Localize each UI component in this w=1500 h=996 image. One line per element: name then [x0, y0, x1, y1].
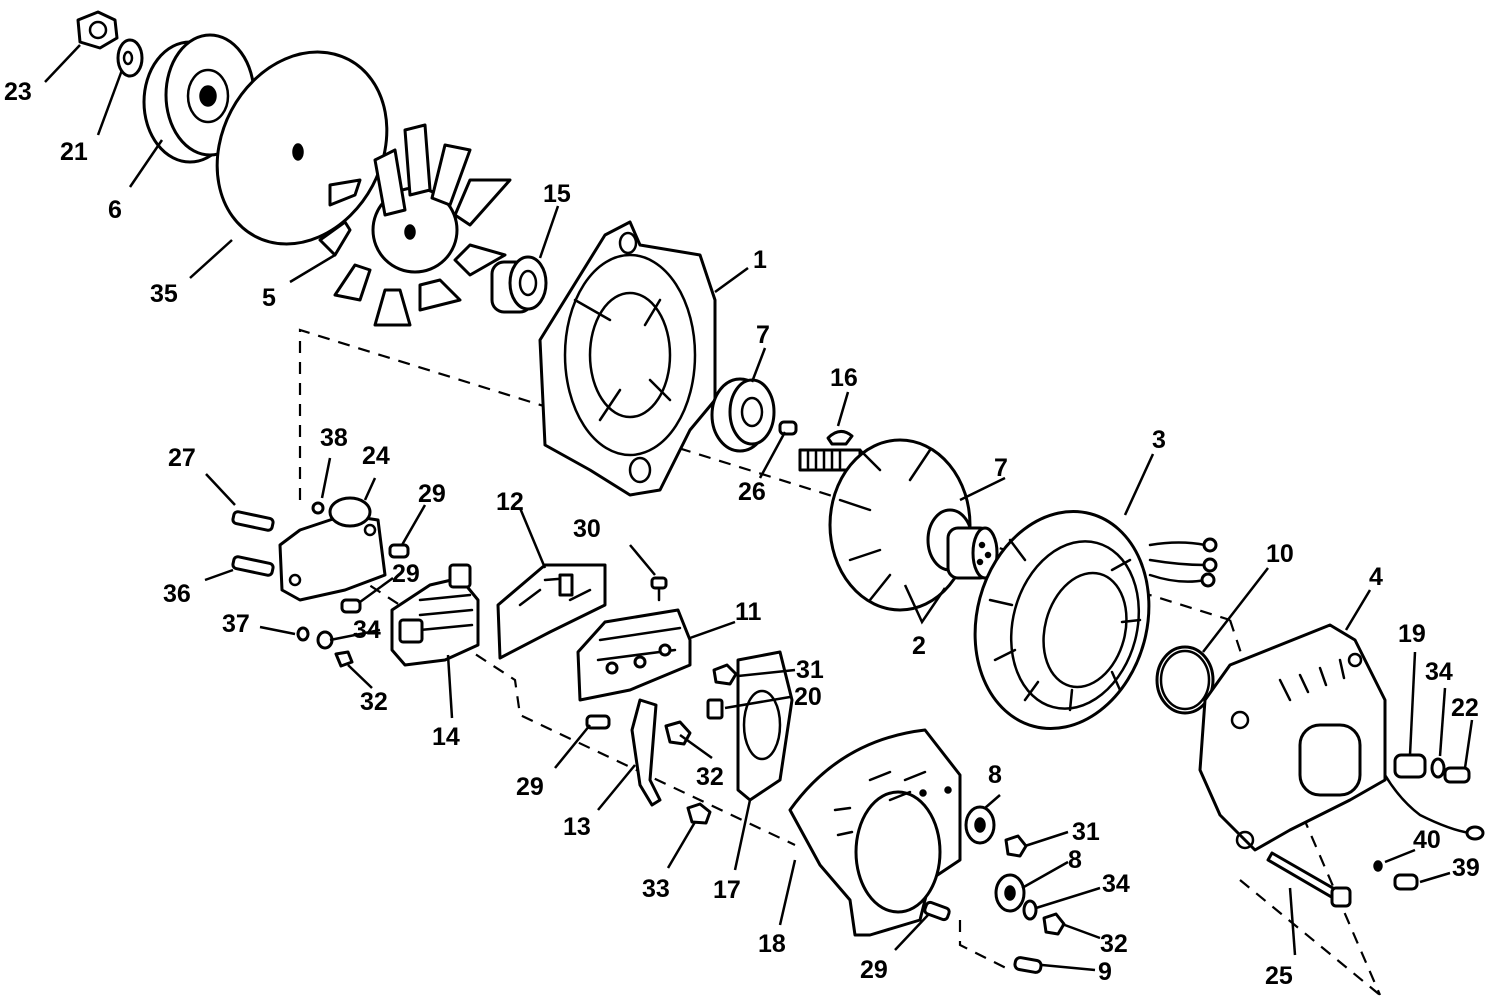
- callout-labels: 23 21 6 35 5 15 1 7 16 26 7 3 2 10 4 19 …: [4, 78, 1480, 990]
- regulator-part-14: [390, 563, 480, 667]
- callout-36: 36: [163, 580, 191, 608]
- drive-end-housing-part-1: [538, 220, 717, 497]
- callout-32-lower: 32: [1100, 930, 1128, 958]
- callout-32-left: 32: [360, 688, 388, 716]
- bottom-hardware: [923, 805, 1066, 974]
- callout-34-left: 34: [353, 616, 381, 644]
- callout-3: 3: [1152, 426, 1166, 454]
- assembly-dashed-lines: [298, 328, 1382, 996]
- callout-27: 27: [168, 444, 196, 472]
- callout-35: 35: [150, 280, 178, 308]
- callout-34-lower: 34: [1102, 870, 1130, 898]
- fan-part-5: [318, 123, 512, 327]
- callout-15: 15: [543, 180, 571, 208]
- right-hardware: [1373, 757, 1471, 891]
- callout-1: 1: [753, 246, 767, 274]
- callout-12: 12: [496, 488, 524, 516]
- brush-holder-part-24: [278, 496, 387, 602]
- rear-cover-part-18: [788, 728, 962, 937]
- strap-part-13: [630, 698, 662, 807]
- callout-2: 2: [912, 632, 926, 660]
- screws-left: [231, 510, 410, 668]
- screw-part-30: [650, 576, 668, 602]
- stator-part-3: [973, 509, 1218, 731]
- o-ring-part-10: [1155, 645, 1215, 715]
- screw-part-26: [778, 420, 798, 436]
- callout-33: 33: [642, 875, 670, 903]
- callout-38: 38: [320, 424, 348, 452]
- callout-40: 40: [1413, 826, 1441, 854]
- callout-9: 9: [1098, 958, 1112, 986]
- rectifier-bridge-part-11: [576, 608, 692, 702]
- callout-13: 13: [563, 813, 591, 841]
- callout-8-upper: 8: [988, 761, 1002, 789]
- callout-21: 21: [60, 138, 88, 166]
- callout-8-lower: 8: [1068, 846, 1082, 874]
- callout-34-right: 34: [1425, 658, 1453, 686]
- callout-25: 25: [1265, 962, 1293, 990]
- callout-32-middle: 32: [696, 763, 724, 791]
- callout-17: 17: [713, 876, 741, 904]
- callout-14: 14: [432, 723, 460, 751]
- callout-16: 16: [830, 364, 858, 392]
- callout-23: 23: [4, 78, 32, 106]
- callout-4: 4: [1369, 563, 1383, 591]
- callout-6: 6: [108, 196, 122, 224]
- callout-24: 24: [362, 442, 390, 470]
- washer-part-21: [116, 38, 144, 78]
- callout-29-upper: 29: [418, 480, 446, 508]
- callout-29-lower-left: 29: [516, 773, 544, 801]
- middle-nuts: [585, 663, 738, 746]
- insulator-part-17: [736, 650, 794, 802]
- through-bolt-part-25: [1266, 851, 1352, 908]
- slip-ring-end-housing-part-4: [1198, 623, 1387, 852]
- callout-20: 20: [794, 683, 822, 711]
- rotor-part-2: [798, 438, 999, 612]
- callout-22: 22: [1451, 694, 1479, 722]
- nut-part-33: [686, 802, 712, 825]
- callout-30: 30: [573, 515, 601, 543]
- terminal-lead-part-19: [1383, 753, 1485, 841]
- woodruff-key-part-16: [826, 430, 854, 446]
- callout-11: 11: [735, 598, 762, 626]
- callout-31-lower: 31: [1072, 818, 1100, 846]
- hex-nut-part-23: [76, 10, 119, 50]
- callout-29-middle: 29: [392, 560, 420, 588]
- callout-10: 10: [1266, 540, 1294, 568]
- spacer-part-15: [490, 255, 548, 314]
- callout-26: 26: [738, 478, 766, 506]
- callout-37: 37: [222, 610, 250, 638]
- callout-7-upper: 7: [756, 321, 770, 349]
- callout-19: 19: [1398, 620, 1426, 648]
- callout-5: 5: [262, 284, 276, 312]
- callout-7-lower: 7: [994, 454, 1008, 482]
- callout-31-middle: 31: [796, 656, 824, 684]
- callout-29-lower-right: 29: [860, 956, 888, 984]
- leader-lines: [44, 44, 1474, 972]
- bearing-part-7-upper: [710, 377, 776, 453]
- callout-39: 39: [1452, 854, 1480, 882]
- callout-18: 18: [758, 930, 786, 958]
